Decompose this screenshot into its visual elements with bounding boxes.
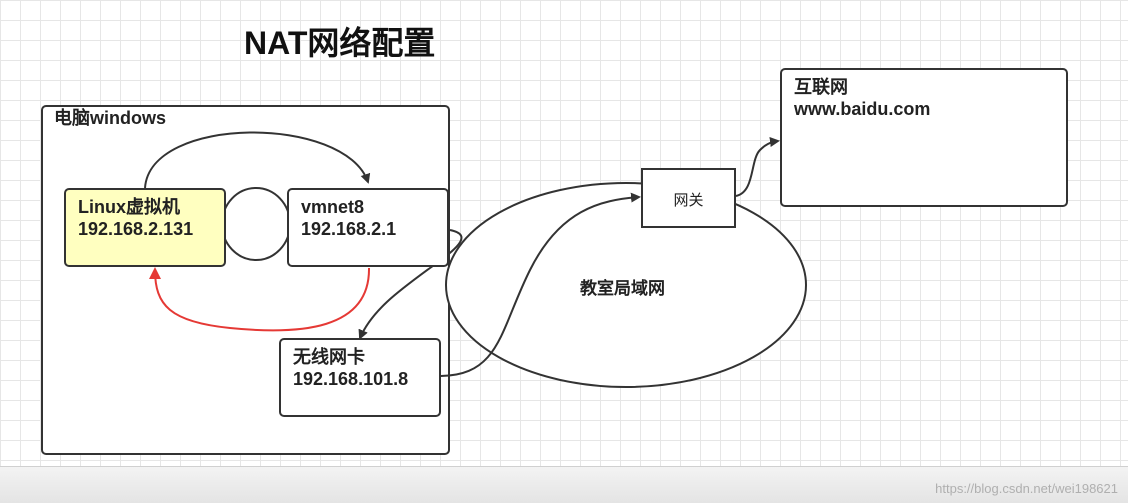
gateway-label: 网关 [673,192,704,209]
lan-label: 教室局域网 [580,279,665,298]
wireless-nic-ip: 192.168.101.8 [293,369,409,389]
vmnet8-to-nic-arrow [358,229,463,340]
wireless-nic-name: 无线网卡 [293,347,365,367]
linux-vm-node: Linux虚拟机 192.168.2.131 [64,188,226,267]
linux-vm-name: Linux虚拟机 [78,197,180,217]
linux-vm-ip: 192.168.2.131 [78,219,194,239]
wireless-nic-node: 无线网卡 192.168.101.8 [279,338,441,417]
gateway-node: 网关 [641,168,736,228]
watermark-text: https://blog.csdn.net/wei198621 [935,481,1118,496]
lan-ellipse [445,182,807,388]
host-windows-label: 电脑windows [54,108,166,128]
vmnet8-name: vmnet8 [301,197,365,217]
diagram-title: NAT网络配置 [244,25,436,61]
vm-connector-circle [221,187,291,261]
vmnet8-ip: 192.168.2.1 [301,219,397,239]
vm-to-vmnet8-arrow [144,131,371,189]
internet-url: www.baidu.com [794,99,931,119]
nic-to-gateway-arrow [440,192,641,377]
gateway-to-internet-arrow [735,137,780,197]
internet-name: 互联网 [794,77,848,97]
internet-node: 互联网 www.baidu.com [780,68,1068,207]
bottom-bar: https://blog.csdn.net/wei198621 [0,466,1128,503]
return-to-vm-arrow [149,267,371,332]
vmnet8-node: vmnet8 192.168.2.1 [287,188,449,267]
